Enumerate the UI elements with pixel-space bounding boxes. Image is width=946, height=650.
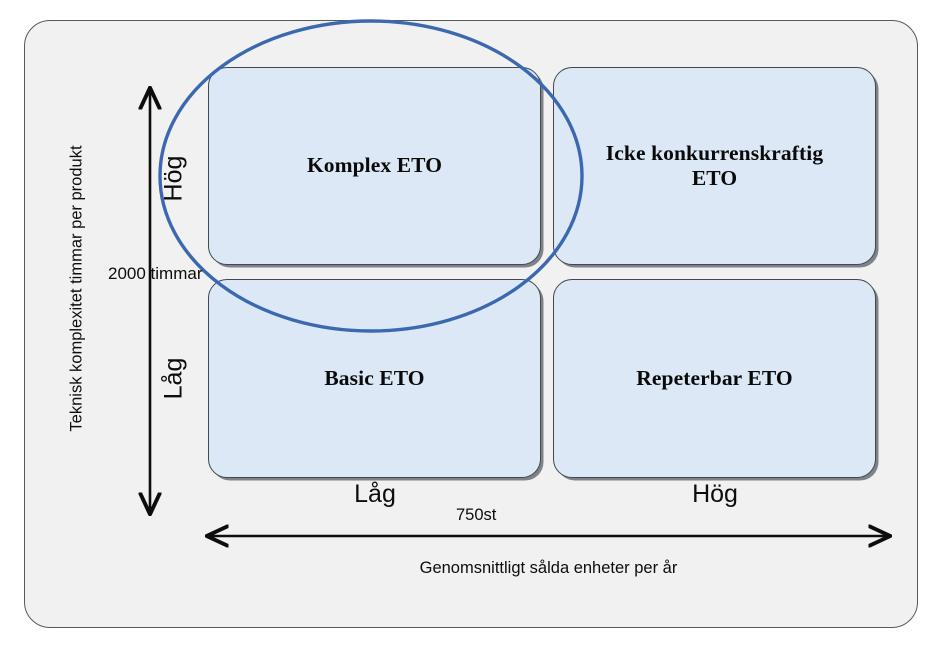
quadrant-top-left[interactable]: Komplex ETO bbox=[208, 67, 541, 265]
x-axis-low-label: Låg bbox=[354, 480, 396, 508]
x-axis-title: Genomsnittligt sålda enheter per år bbox=[419, 559, 678, 577]
x-axis-threshold-label: 750st bbox=[456, 506, 497, 524]
quadrant-bottom-right[interactable]: Repeterbar ETO bbox=[553, 279, 876, 478]
quadrant-bottom-right-label: Repeterbar ETO bbox=[636, 365, 793, 390]
y-axis-low-label: Låg bbox=[159, 357, 188, 400]
y-axis-title: Teknisk komplexitet timmar per produkt bbox=[67, 145, 86, 432]
y-axis-threshold-label: 2000 timmar bbox=[108, 264, 203, 283]
y-axis-high-label: Hög bbox=[159, 155, 188, 202]
quadrant-bottom-left[interactable]: Basic ETO bbox=[208, 279, 541, 478]
quadrant-top-left-label: Komplex ETO bbox=[306, 153, 443, 178]
quadrant-top-right-label: Icke konkurrenskraftig ETO bbox=[605, 140, 824, 190]
quadrant-bottom-left-label: Basic ETO bbox=[324, 365, 425, 390]
quadrant-top-right[interactable]: Icke konkurrenskraftig ETO bbox=[553, 67, 876, 265]
x-axis-high-label: Hög bbox=[692, 480, 738, 508]
